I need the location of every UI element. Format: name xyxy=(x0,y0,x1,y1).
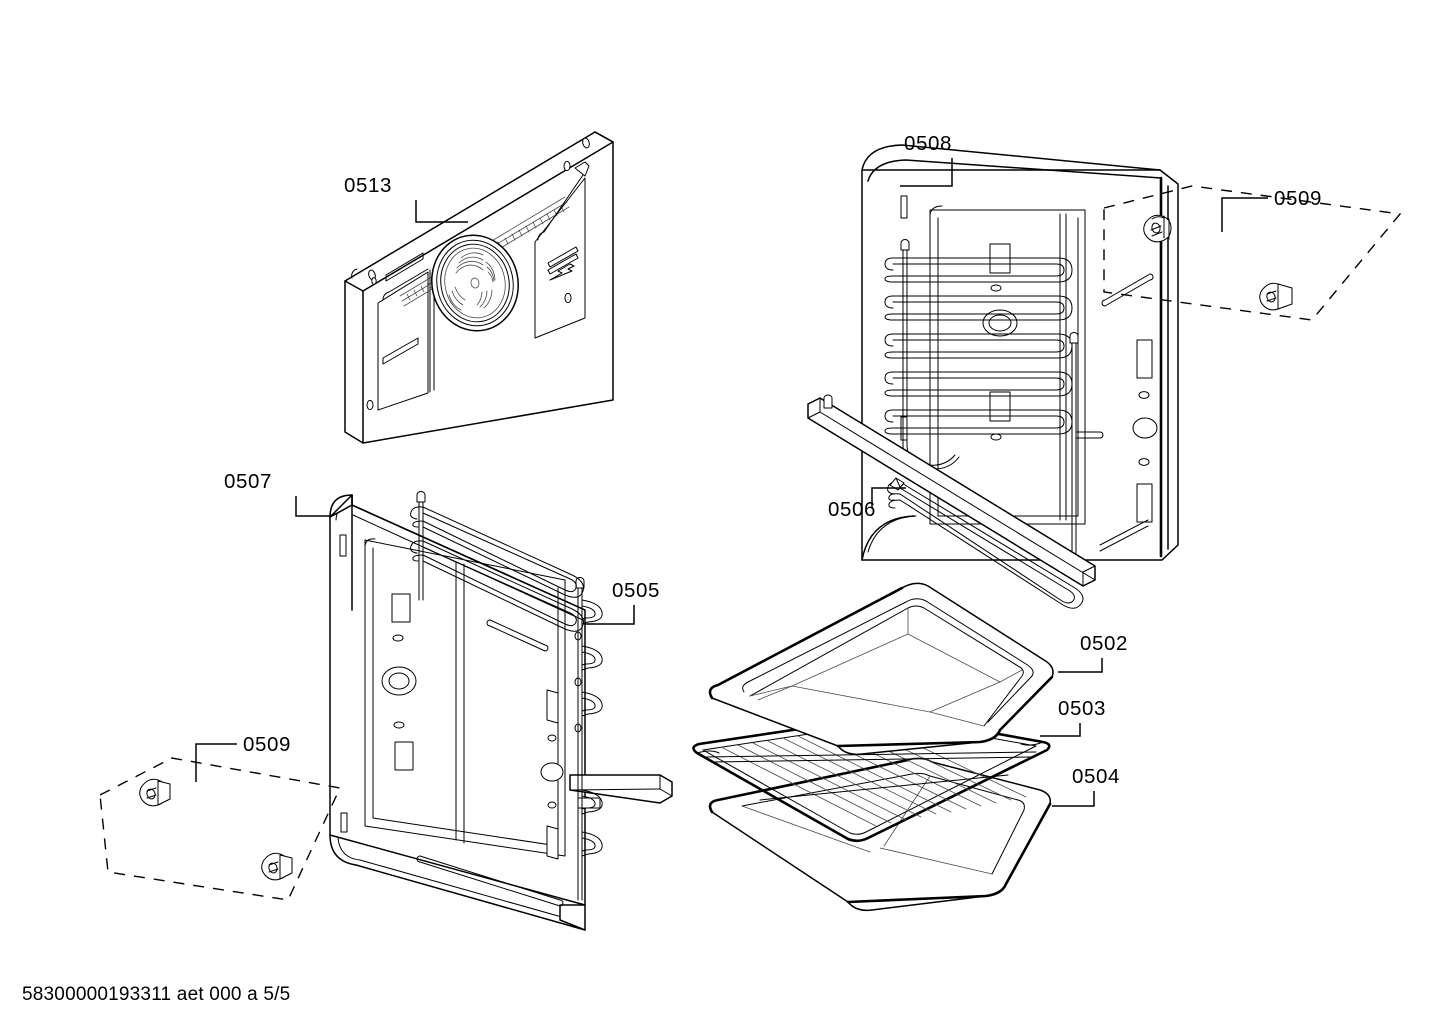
callout-0509-top: 0509 xyxy=(1221,187,1322,232)
detail-0509-bottom-frame xyxy=(99,757,342,901)
part-0506-lower-heating-element xyxy=(887,477,1084,609)
callout-0504: 0504 xyxy=(1052,765,1120,807)
callout-0507-leader xyxy=(295,496,330,517)
callout-0509-bottom: 0509 xyxy=(195,733,291,782)
callout-0505: 0505 xyxy=(584,579,660,625)
part-0513-rear-wall-fan-grille xyxy=(344,131,614,444)
callout-0502: 0502 xyxy=(1058,632,1128,673)
callout-0506-leader xyxy=(871,487,906,508)
callout-0503-label: 0503 xyxy=(1058,697,1106,720)
callout-0506: 0506 xyxy=(828,487,906,521)
part-0508-rear-wall-heating xyxy=(807,144,1179,609)
lower-rail-bar xyxy=(807,394,1096,587)
callout-0508-leader xyxy=(900,158,953,187)
part-0507-cavity-side-wall xyxy=(329,494,673,931)
callout-0507: 0507 xyxy=(224,470,330,517)
callout-0509-bottom-leader xyxy=(195,743,237,782)
ring-heating-element xyxy=(884,239,1104,571)
callout-0509-top-leader xyxy=(1221,197,1268,232)
callout-0502-label: 0502 xyxy=(1080,632,1128,655)
grommet-icon-4 xyxy=(261,852,293,881)
callout-0509-top-label: 0509 xyxy=(1274,187,1322,210)
part-0505-shelf-support-rail xyxy=(410,491,603,901)
detail-0509-top-frame xyxy=(1103,185,1402,321)
detail-0509-bottom xyxy=(99,757,342,901)
callout-0503-leader xyxy=(1040,723,1081,737)
callout-0506-label: 0506 xyxy=(828,498,876,521)
fan-grille-icon xyxy=(431,234,519,332)
grommet-icon-1 xyxy=(1143,214,1172,243)
callout-0507-label: 0507 xyxy=(224,470,272,493)
callout-0503: 0503 xyxy=(1040,697,1106,737)
footer-document-code: 58300000193311 aet 000 a 5/5 xyxy=(22,984,290,1005)
detail-0509-top xyxy=(1103,185,1402,321)
callout-0502-leader xyxy=(1058,658,1103,673)
grommet-icon-2 xyxy=(1259,282,1293,311)
part-0504-shallow-baking-sheet xyxy=(708,757,1052,912)
grommet-icon-3 xyxy=(139,778,171,807)
callout-0504-label: 0504 xyxy=(1072,765,1120,788)
callout-0508-label: 0508 xyxy=(904,132,952,155)
part-0502-deep-baking-tray xyxy=(708,582,1054,756)
callout-0513: 0513 xyxy=(344,174,468,223)
callout-0513-leader xyxy=(415,200,468,223)
callout-0505-label: 0505 xyxy=(612,579,660,602)
callout-0508: 0508 xyxy=(900,132,953,187)
part-0503-wire-grid-rack xyxy=(692,713,1051,843)
callout-0504-leader xyxy=(1052,791,1095,807)
callout-0513-label: 0513 xyxy=(344,174,392,197)
callout-0505-leader xyxy=(584,605,635,625)
callout-0509-bottom-label: 0509 xyxy=(243,733,291,756)
